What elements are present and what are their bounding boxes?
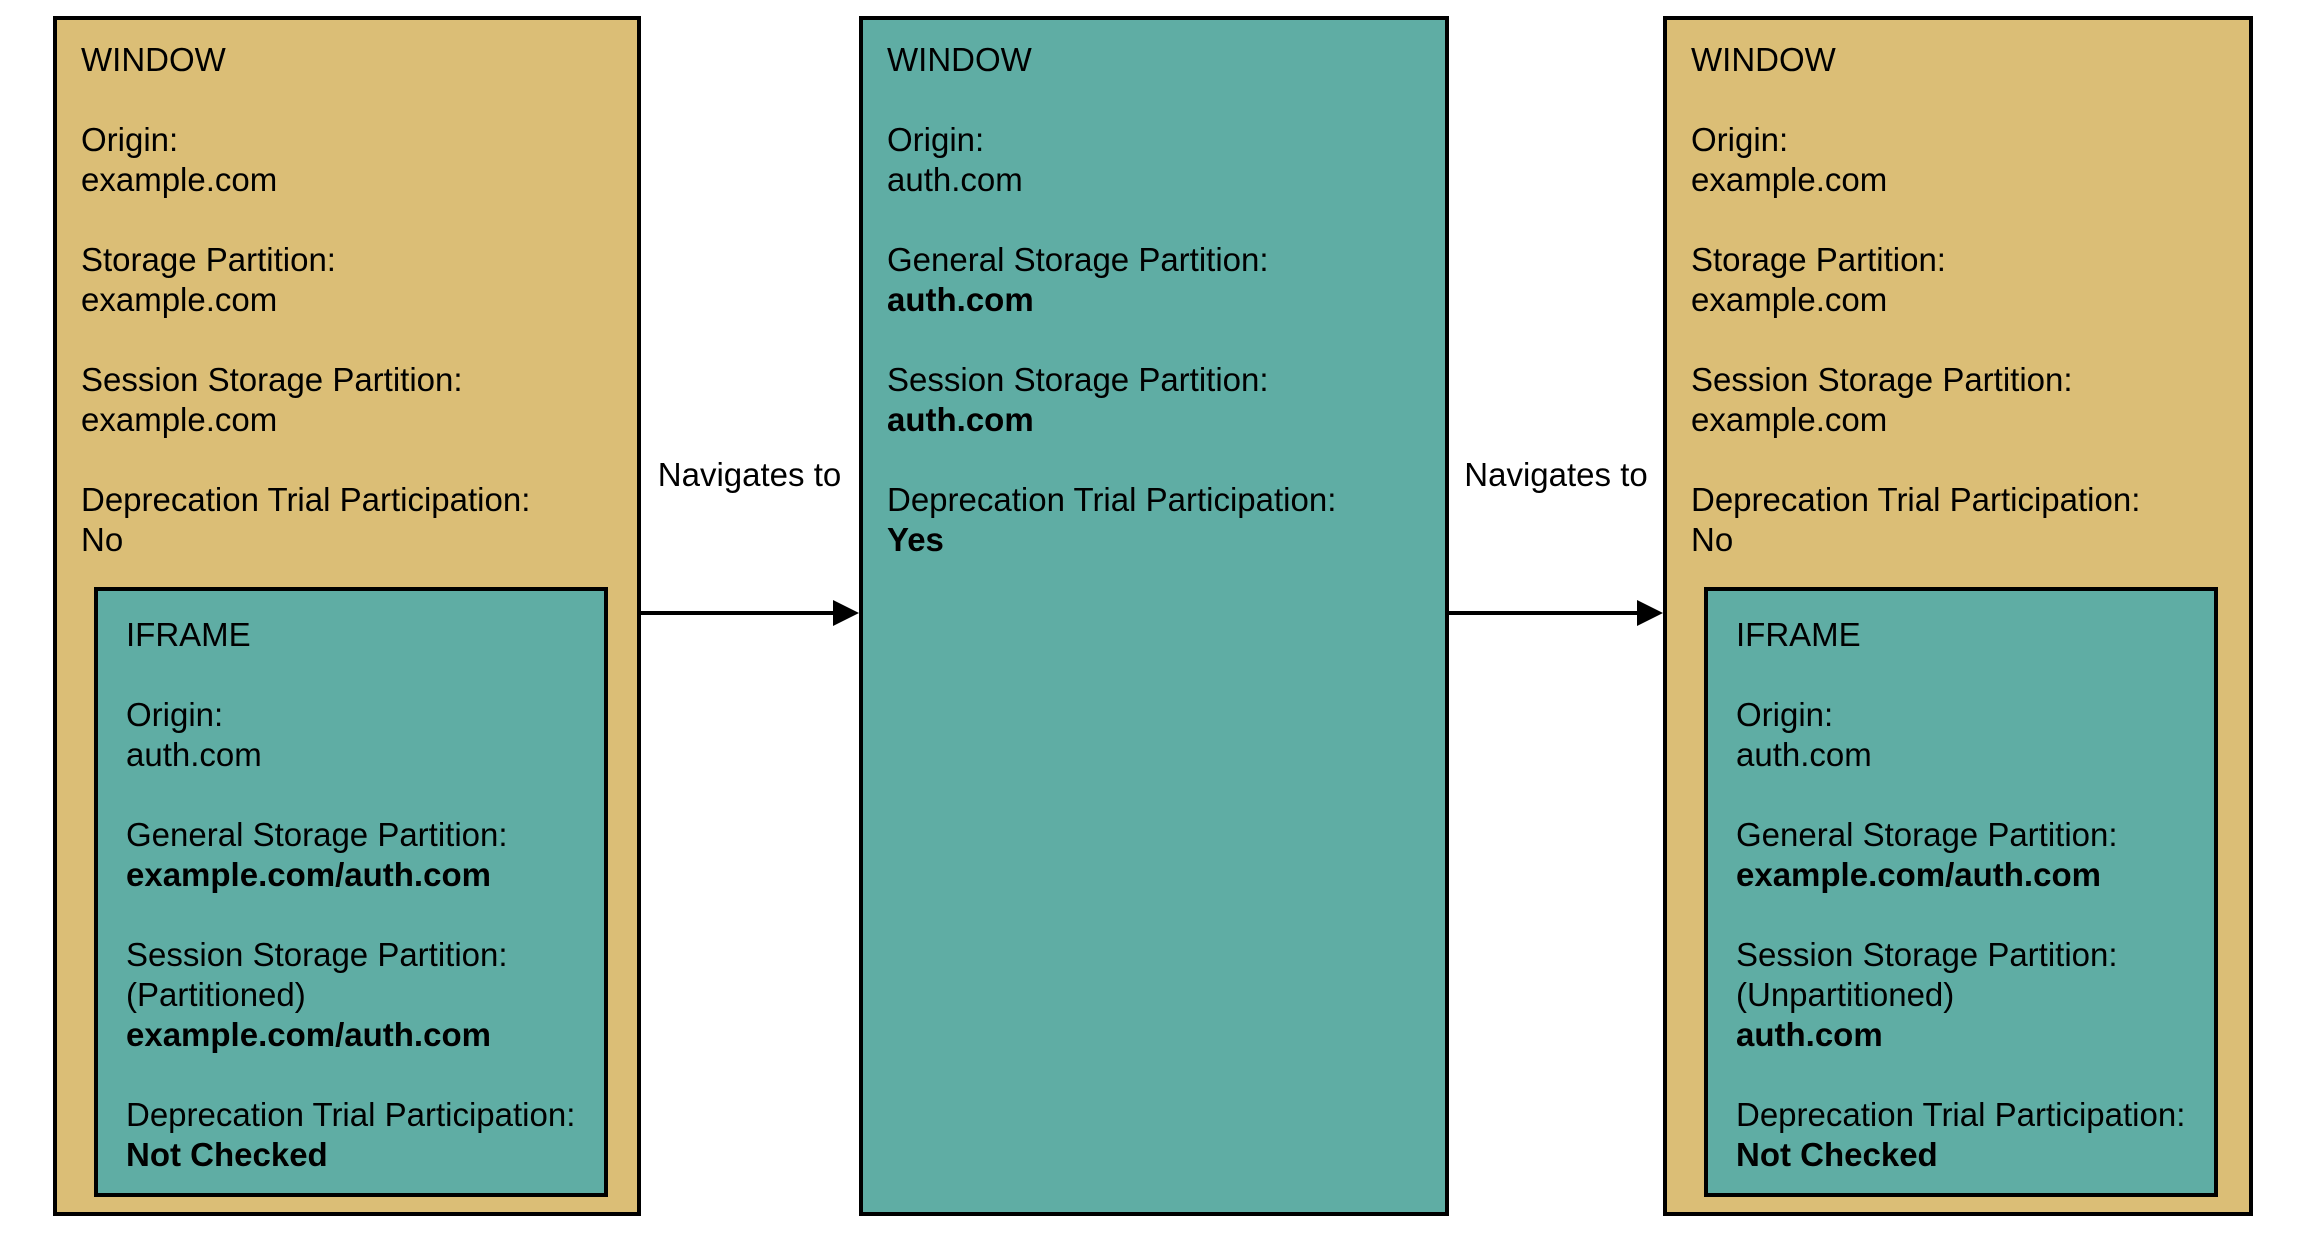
field-value: example.com <box>81 161 278 198</box>
field-storage-partition: Storage Partition: example.com <box>81 240 613 320</box>
window-box-middle: WINDOW Origin: auth.com General Storage … <box>859 16 1449 1216</box>
field-label: Origin: <box>1691 121 1789 158</box>
field-session-storage-partition: Session Storage Partition: auth.com <box>887 360 1421 440</box>
field-session-storage-partition: Session Storage Partition: (Unpartitione… <box>1736 935 2186 1055</box>
field-deprecation-trial: Deprecation Trial Participation: Not Che… <box>1736 1095 2186 1175</box>
field-label: Session Storage Partition: <box>887 361 1269 398</box>
field-storage-partition: Storage Partition: example.com <box>1691 240 2225 320</box>
field-label: Session Storage Partition: <box>126 936 508 973</box>
field-note: (Unpartitioned) <box>1736 976 1955 1013</box>
field-label: General Storage Partition: <box>126 816 508 853</box>
field-label: Storage Partition: <box>81 241 336 278</box>
field-value: auth.com <box>887 281 1034 318</box>
field-value: example.com <box>81 281 278 318</box>
field-general-storage-partition: General Storage Partition: example.com/a… <box>126 815 576 895</box>
field-value: Not Checked <box>1736 1136 1938 1173</box>
window-title: WINDOW <box>1691 41 1836 78</box>
field-value: No <box>81 521 124 558</box>
field-deprecation-trial: Deprecation Trial Participation: No <box>81 480 613 560</box>
field-label: Deprecation Trial Participation: <box>81 481 531 518</box>
field-value: example.com <box>1691 161 1888 198</box>
field-label: Session Storage Partition: <box>81 361 463 398</box>
window-box-left: WINDOW Origin: example.com Storage Parti… <box>53 16 641 1216</box>
field-origin: Origin: example.com <box>1691 120 2225 200</box>
window-title: WINDOW <box>887 41 1032 78</box>
field-value: example.com/auth.com <box>1736 856 2101 893</box>
navigation-arrow-1: Navigates to <box>640 455 859 635</box>
field-deprecation-trial: Deprecation Trial Participation: Not Che… <box>126 1095 576 1175</box>
field-label: Deprecation Trial Participation: <box>126 1096 576 1133</box>
field-deprecation-trial: Deprecation Trial Participation: No <box>1691 480 2225 560</box>
field-value: example.com <box>1691 401 1888 438</box>
navigation-arrow-2: Navigates to <box>1449 455 1663 635</box>
iframe-title: IFRAME <box>1736 616 1861 653</box>
field-value: auth.com <box>1736 736 1872 773</box>
field-label: Deprecation Trial Participation: <box>1736 1096 2186 1133</box>
field-deprecation-trial: Deprecation Trial Participation: Yes <box>887 480 1421 560</box>
field-label: Origin: <box>81 121 179 158</box>
field-value: example.com/auth.com <box>126 1016 491 1053</box>
arrow-label: Navigates to <box>657 456 842 493</box>
field-value: auth.com <box>1736 1016 1883 1053</box>
field-value: Not Checked <box>126 1136 328 1173</box>
window-box-right: WINDOW Origin: example.com Storage Parti… <box>1663 16 2253 1216</box>
field-value: example.com <box>81 401 278 438</box>
field-label: Session Storage Partition: <box>1691 361 2073 398</box>
field-label: Origin: <box>1736 696 1834 733</box>
arrow-line <box>1449 611 1639 615</box>
field-label: General Storage Partition: <box>1736 816 2118 853</box>
field-value: No <box>1691 521 1734 558</box>
iframe-title: IFRAME <box>126 616 251 653</box>
field-value: auth.com <box>887 161 1023 198</box>
field-value: auth.com <box>887 401 1034 438</box>
field-label: Origin: <box>887 121 985 158</box>
field-general-storage-partition: General Storage Partition: auth.com <box>887 240 1421 320</box>
field-value: auth.com <box>126 736 262 773</box>
field-origin: Origin: example.com <box>81 120 613 200</box>
field-note: (Partitioned) <box>126 976 306 1013</box>
field-origin: Origin: auth.com <box>887 120 1421 200</box>
arrowhead-icon <box>1637 600 1663 626</box>
field-general-storage-partition: General Storage Partition: example.com/a… <box>1736 815 2186 895</box>
window-title: WINDOW <box>81 41 226 78</box>
arrow-label: Navigates to <box>1464 456 1648 493</box>
field-label: Origin: <box>126 696 224 733</box>
field-value: Yes <box>887 521 944 558</box>
field-session-storage-partition: Session Storage Partition: (Partitioned)… <box>126 935 576 1055</box>
field-label: Storage Partition: <box>1691 241 1946 278</box>
field-session-storage-partition: Session Storage Partition: example.com <box>81 360 613 440</box>
field-origin: Origin: auth.com <box>1736 695 2186 775</box>
field-label: General Storage Partition: <box>887 241 1269 278</box>
iframe-box-right: IFRAME Origin: auth.com General Storage … <box>1704 587 2218 1197</box>
field-session-storage-partition: Session Storage Partition: example.com <box>1691 360 2225 440</box>
field-origin: Origin: auth.com <box>126 695 576 775</box>
field-label: Session Storage Partition: <box>1736 936 2118 973</box>
field-label: Deprecation Trial Participation: <box>1691 481 2141 518</box>
field-label: Deprecation Trial Participation: <box>887 481 1337 518</box>
iframe-box-left: IFRAME Origin: auth.com General Storage … <box>94 587 608 1197</box>
arrowhead-icon <box>833 600 859 626</box>
field-value: example.com/auth.com <box>126 856 491 893</box>
arrow-line <box>640 611 835 615</box>
field-value: example.com <box>1691 281 1888 318</box>
